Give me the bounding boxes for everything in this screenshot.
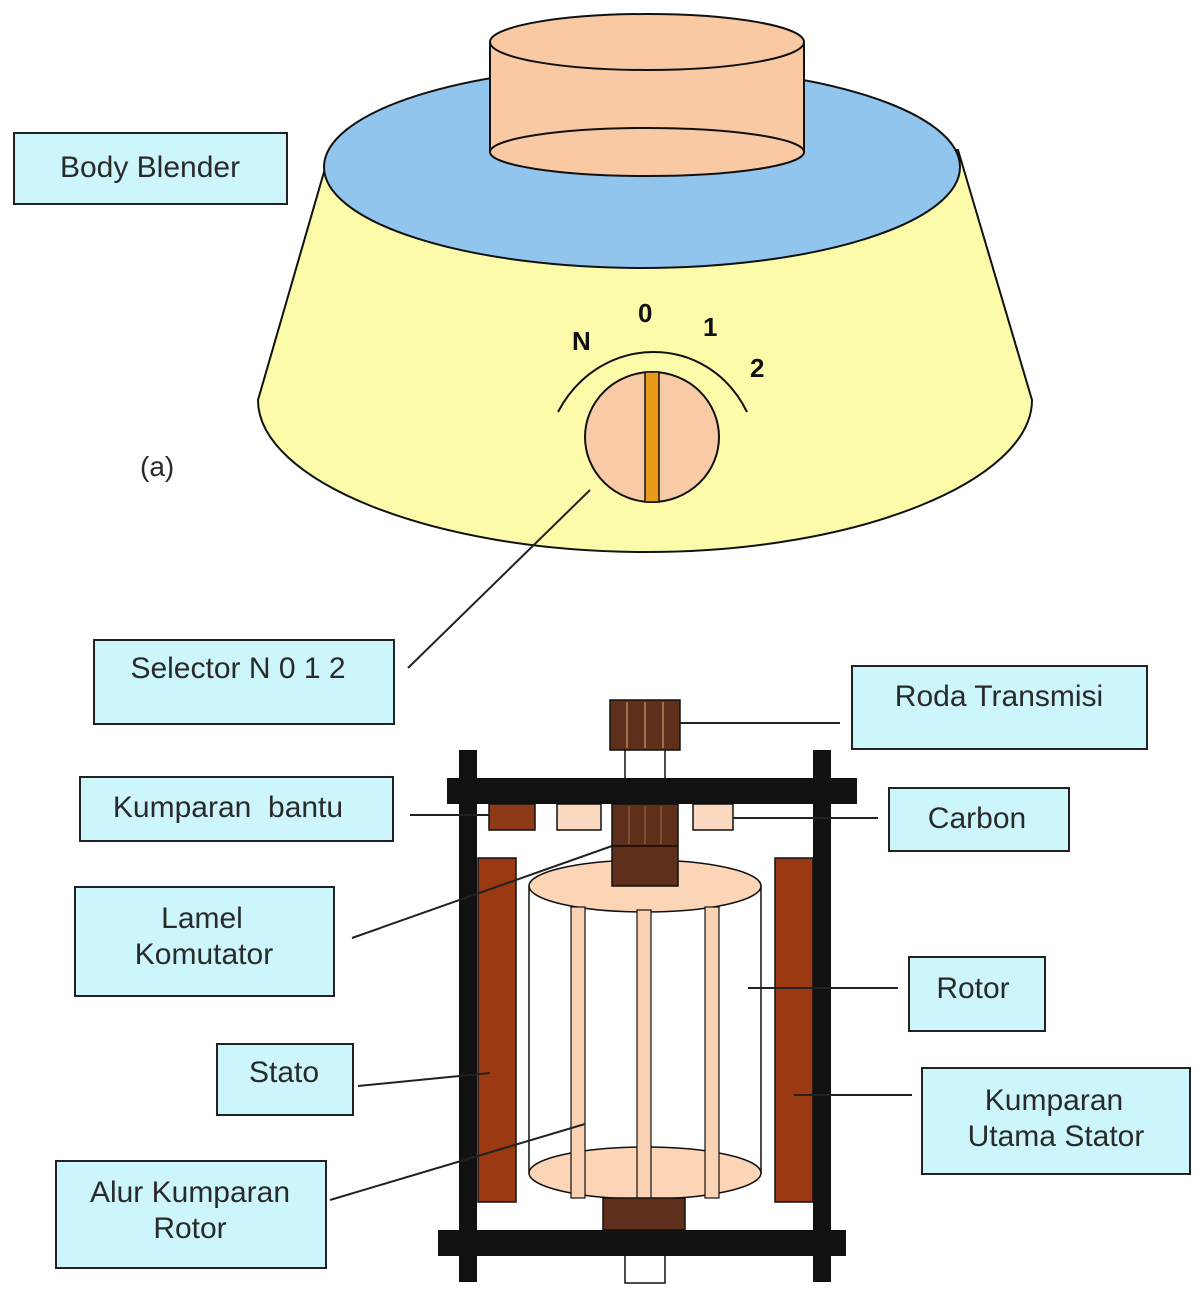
svg-text:Kumparan bantu: Kumparan bantu — [113, 791, 343, 824]
label-alur-kumparan-rotor: Alur Kumparan Rotor — [55, 1160, 327, 1269]
label-roda-transmisi: Roda Transmisi — [851, 665, 1148, 750]
commutator — [611, 803, 679, 887]
carbon-brush-left — [556, 803, 602, 831]
transmission-wheel — [609, 699, 681, 751]
rotor-winding-slot — [570, 906, 586, 1199]
leader-line-alur — [329, 1123, 586, 1201]
svg-text:Roda Transmisi: Roda Transmisi — [895, 680, 1103, 713]
motor-frame — [438, 750, 857, 1282]
jar-base — [489, 13, 805, 177]
leader-line-stato — [357, 1072, 491, 1087]
rotor — [528, 859, 762, 1203]
svg-text:Komutator: Komutator — [135, 938, 273, 971]
svg-text:Utama Stator: Utama Stator — [968, 1120, 1145, 1153]
blender-base — [256, 148, 1034, 554]
svg-text:Selector N 0 1 2: Selector N 0 1 2 — [130, 652, 345, 685]
svg-text:Carbon: Carbon — [928, 802, 1026, 835]
dial-mark-0: 0 — [638, 298, 652, 328]
svg-text:Stato: Stato — [249, 1056, 319, 1089]
dial-mark-n: N — [572, 326, 591, 356]
rotor-winding-slot — [704, 906, 720, 1199]
blender-body: N 0 1 2 (a) — [140, 13, 1034, 554]
dial-mark-2: 2 — [750, 353, 764, 383]
svg-text:Rotor: Rotor — [936, 972, 1009, 1005]
motor-assembly — [438, 699, 857, 1284]
leader-line-lamel — [351, 845, 613, 939]
part-a-label: (a) — [140, 451, 174, 482]
selector-scale-arc — [557, 351, 748, 413]
label-body-blender: Body Blender — [13, 132, 288, 205]
stator-coil-left — [477, 857, 517, 1203]
rotor-winding-slot — [636, 909, 652, 1203]
selector-knob — [584, 371, 720, 503]
stator-coil-right — [774, 857, 814, 1203]
dial-mark-1: 1 — [703, 312, 717, 342]
label-carbon: Carbon — [888, 787, 1070, 852]
svg-text:Alur Kumparan: Alur Kumparan — [90, 1176, 290, 1209]
svg-text:Kumparan: Kumparan — [985, 1084, 1123, 1117]
carbon-brush-right — [692, 803, 734, 831]
svg-text:Body Blender: Body Blender — [60, 151, 240, 184]
leader-lines — [329, 489, 912, 1201]
label-kumparan-bantu: Kumparan bantu — [79, 776, 394, 842]
label-rotor: Rotor — [908, 956, 1046, 1032]
shaft-bottom — [624, 1252, 666, 1284]
leader-line-selector — [407, 489, 591, 669]
label-selector: Selector N 0 1 2 — [93, 639, 395, 725]
svg-text:Rotor: Rotor — [153, 1212, 226, 1245]
svg-text:Lamel: Lamel — [161, 902, 243, 935]
shaft-bottom-bearing — [602, 1197, 686, 1231]
label-lamel-komutator: Lamel Komutator — [74, 886, 335, 997]
label-kumparan-utama-stator: Kumparan Utama Stator — [921, 1067, 1191, 1175]
auxiliary-coil — [488, 803, 536, 831]
label-stato: Stato — [216, 1043, 354, 1116]
